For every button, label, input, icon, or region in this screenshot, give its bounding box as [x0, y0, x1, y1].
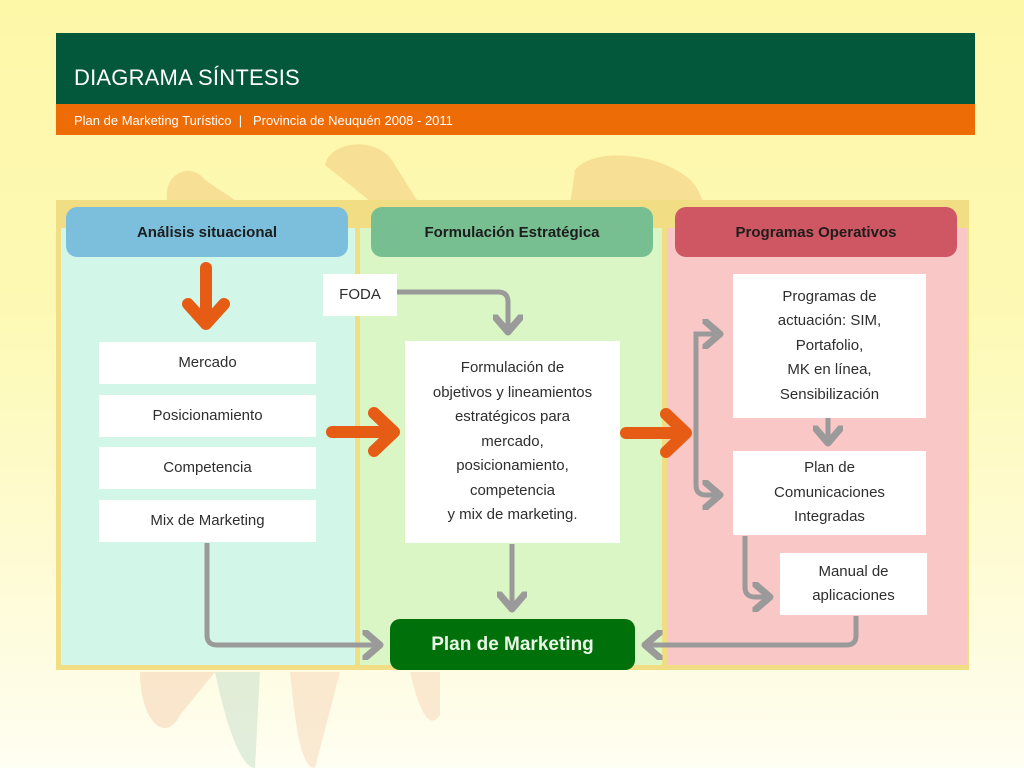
box-competencia: Competencia: [99, 447, 316, 489]
strategy-line: posicionamiento,: [456, 457, 569, 475]
manual-line: aplicaciones: [812, 587, 895, 604]
programs-line: actuación: SIM,: [777, 312, 882, 330]
strategy-line: mercado,: [481, 432, 544, 450]
header-situational-analysis: Análisis situacional: [66, 207, 348, 257]
title-bar: DIAGRAMA SÍNTESIS: [56, 33, 975, 104]
programs-line: Sensibilización: [779, 385, 880, 403]
communications-line: Integradas: [794, 508, 865, 526]
box-strategic-formulation: Formulación de objetivos y lineamientos …: [405, 341, 620, 543]
programs-line: Programas de: [782, 287, 877, 305]
subtitle-bar: Plan de Marketing Turístico | Provincia …: [56, 104, 975, 135]
synthesis-diagram: Análisis situacional Formulación Estraté…: [56, 200, 969, 670]
box-applications-manual: Manual de aplicaciones: [780, 553, 927, 615]
strategy-line: y mix de marketing.: [447, 506, 578, 524]
box-action-programs: Programas de actuación: SIM, Portafolio,…: [733, 274, 926, 418]
box-posicionamiento: Posicionamiento: [99, 395, 316, 437]
communications-line: Comunicaciones: [774, 483, 885, 501]
box-mix-marketing: Mix de Marketing: [99, 500, 316, 542]
strategy-line: Formulación de: [460, 359, 565, 377]
header-strategic-formulation: Formulación Estratégica: [371, 207, 653, 257]
page-subtitle: Plan de Marketing Turístico | Provincia …: [74, 113, 453, 128]
header-operational-programs: Programas Operativos: [675, 207, 957, 257]
box-mercado: Mercado: [99, 342, 316, 384]
strategy-line: objetivos y lineamientos: [432, 383, 593, 401]
communications-line: Plan de: [804, 459, 855, 477]
page-title: DIAGRAMA SÍNTESIS: [74, 65, 300, 90]
box-integrated-communications: Plan de Comunicaciones Integradas: [733, 451, 926, 535]
box-foda: FODA: [323, 274, 397, 316]
strategy-line: estratégicos para: [454, 408, 571, 426]
programs-line: MK en línea,: [787, 361, 872, 379]
strategy-line: competencia: [469, 481, 556, 499]
programs-line: Portafolio,: [795, 336, 864, 354]
manual-line: Manual de: [818, 562, 889, 580]
plan-de-marketing-box: Plan de Marketing: [390, 619, 635, 670]
